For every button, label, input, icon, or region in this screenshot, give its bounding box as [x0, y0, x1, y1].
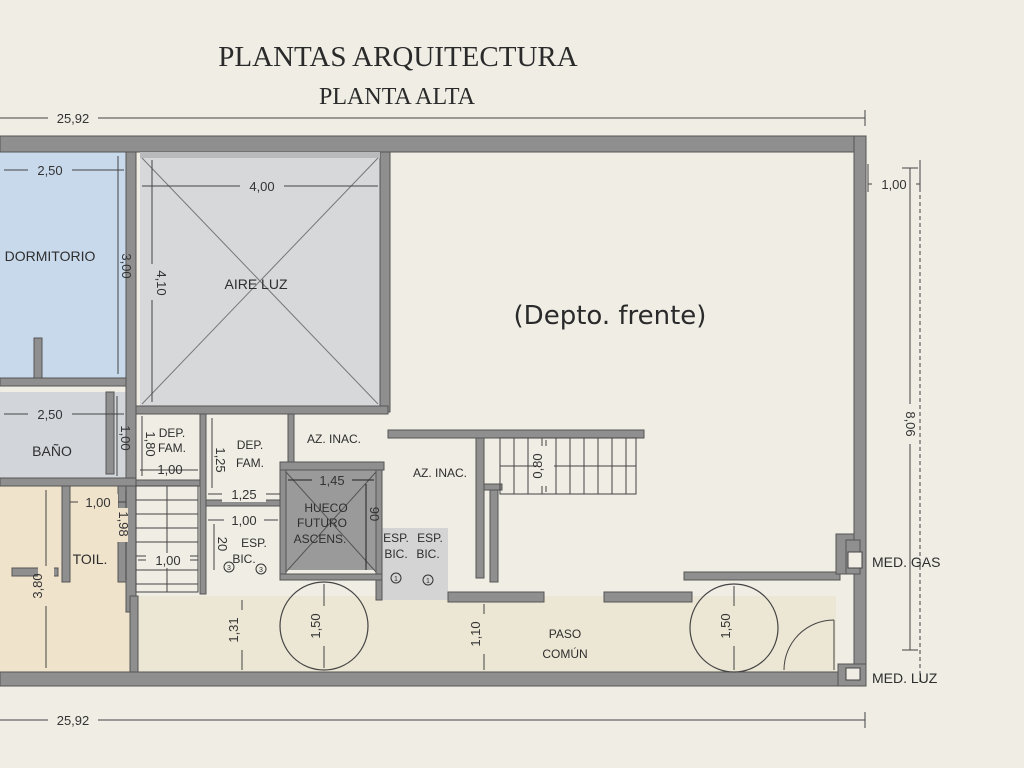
room-label-hueco: HUECO — [304, 501, 347, 515]
dimension-overall-bottom: 25,92 — [0, 712, 866, 728]
room-label-dep-fam-2: DEP. — [237, 438, 263, 452]
label-med-gas: MED. GAS — [872, 554, 940, 570]
dim-bg — [28, 162, 72, 178]
room-label-esp-bic-1-line2: BIC. — [232, 552, 255, 566]
room-label-az-inac-2: AZ. INAC. — [413, 466, 467, 480]
marker-circle — [223, 561, 235, 573]
marker-label: 3 — [227, 565, 231, 572]
marker-circle — [255, 563, 267, 575]
dimension-label: 2,50 — [37, 407, 62, 422]
room-label-dormitorio: DORMITORIO — [5, 248, 96, 264]
turning-circle-2 — [689, 583, 779, 673]
label-depto-frente: (Depto. frente) — [514, 301, 707, 331]
dim-bg — [146, 553, 190, 568]
label-med-luz: MED. LUZ — [872, 670, 938, 686]
dim-bg — [726, 606, 742, 646]
dimension-label: 1,00 — [155, 553, 180, 568]
dimension-label: 1,45 — [319, 473, 344, 488]
dormitorio-room — [0, 152, 126, 378]
dimension-label: 90 — [367, 507, 382, 521]
dimension-label: 3,80 — [30, 573, 45, 598]
dim-bg — [902, 404, 918, 444]
dimension-label: 1,50 — [308, 613, 323, 638]
luz-meter-box — [845, 667, 861, 681]
dimension-label: 4,00 — [249, 179, 274, 194]
dimension-label: 2,50 — [37, 163, 62, 178]
dimension-label: 25,92 — [57, 111, 90, 126]
dimension-label: 1,25 — [213, 447, 228, 472]
dimension-label: 20 — [215, 537, 230, 551]
window-strip — [140, 152, 380, 158]
esp-bic-cell-2 — [414, 528, 448, 600]
stair-left — [135, 485, 199, 593]
aire-luz-cross — [141, 157, 379, 405]
dimension-label: 25,92 — [57, 713, 90, 728]
dimension-label: 1,25 — [231, 487, 256, 502]
esp-bic-cell-1 — [378, 528, 420, 600]
room-label-bano: BAÑO — [32, 443, 72, 459]
room-label-dep-fam-1-line2: FAM. — [158, 441, 186, 455]
dim-bg — [316, 606, 332, 646]
dimension-label: 1,00 — [881, 177, 906, 192]
dimension-label: 0,80 — [530, 453, 545, 478]
dimension-overall-top: 25,92 — [0, 110, 866, 126]
room-label-dep-fam-2-line2: FAM. — [236, 456, 264, 470]
dim-bg — [114, 508, 128, 542]
dim-bg — [476, 614, 492, 654]
dimension-label: 1,00 — [118, 425, 133, 450]
hueco-cross — [285, 471, 377, 573]
plan-title: PLANTAS ARQUITECTURA — [218, 41, 577, 73]
marker-label: 1 — [394, 576, 398, 583]
marker-circle — [422, 574, 434, 586]
dim-bg — [538, 446, 554, 486]
room-label-esp-bic-2-line2: BIC. — [384, 547, 407, 561]
room-label-dep-fam-1: DEP. — [159, 426, 185, 440]
marker-circle — [390, 572, 402, 584]
dim-bg — [146, 264, 160, 300]
dim-bg — [222, 487, 266, 502]
room-label-az-inac-1: AZ. INAC. — [307, 432, 361, 446]
room-label-toil: TOIL. — [73, 551, 108, 567]
room-label-esp-bic-2: ESP. — [383, 531, 409, 545]
dim-bg — [234, 610, 250, 650]
dimension-label: 8,06 — [903, 411, 918, 436]
dimension-label: 1,50 — [718, 613, 733, 638]
dim-bg — [224, 514, 264, 528]
plan-subtitle: PLANTA ALTA — [319, 84, 476, 110]
turning-circle-1 — [279, 581, 369, 671]
marker-label: 1 — [426, 578, 430, 585]
dimension-label: 1,80 — [143, 431, 158, 456]
room-label-hueco-line2: FUTURO — [297, 516, 347, 530]
room-label-esp-bic-1: ESP. — [241, 536, 267, 550]
room-label-esp-bic-3-line2: BIC. — [416, 547, 439, 561]
dimension-label: 1,00 — [231, 513, 256, 528]
dim-bg — [872, 176, 916, 192]
room-label-hueco-line3: ASCENS. — [294, 532, 347, 546]
dimension-label: 1,00 — [157, 462, 182, 477]
room-label-esp-bic-3: ESP. — [417, 531, 443, 545]
stair-right — [499, 437, 637, 495]
room-label-aire-luz: AIRE LUZ — [224, 276, 287, 292]
dimension-label: 1,31 — [226, 617, 241, 642]
dim-bg — [78, 494, 118, 509]
dim-bg — [312, 473, 352, 488]
dimension-label: 4,10 — [154, 270, 169, 295]
dimension-label: 1,98 — [116, 511, 131, 536]
dimension-label: 3,00 — [119, 253, 134, 278]
gas-meter-box — [847, 551, 863, 569]
marker-label: 3 — [259, 567, 263, 574]
door-swing — [783, 619, 835, 671]
dim-bg — [28, 406, 72, 422]
room-label-paso-comun: PASO — [549, 627, 581, 641]
dimension-label: 1,00 — [85, 495, 110, 510]
dimension-label: 1,10 — [468, 621, 483, 646]
room-label-paso-comun-line2: COMÚN — [542, 646, 587, 661]
dim-bg — [240, 178, 284, 194]
dim-bg — [38, 566, 54, 606]
